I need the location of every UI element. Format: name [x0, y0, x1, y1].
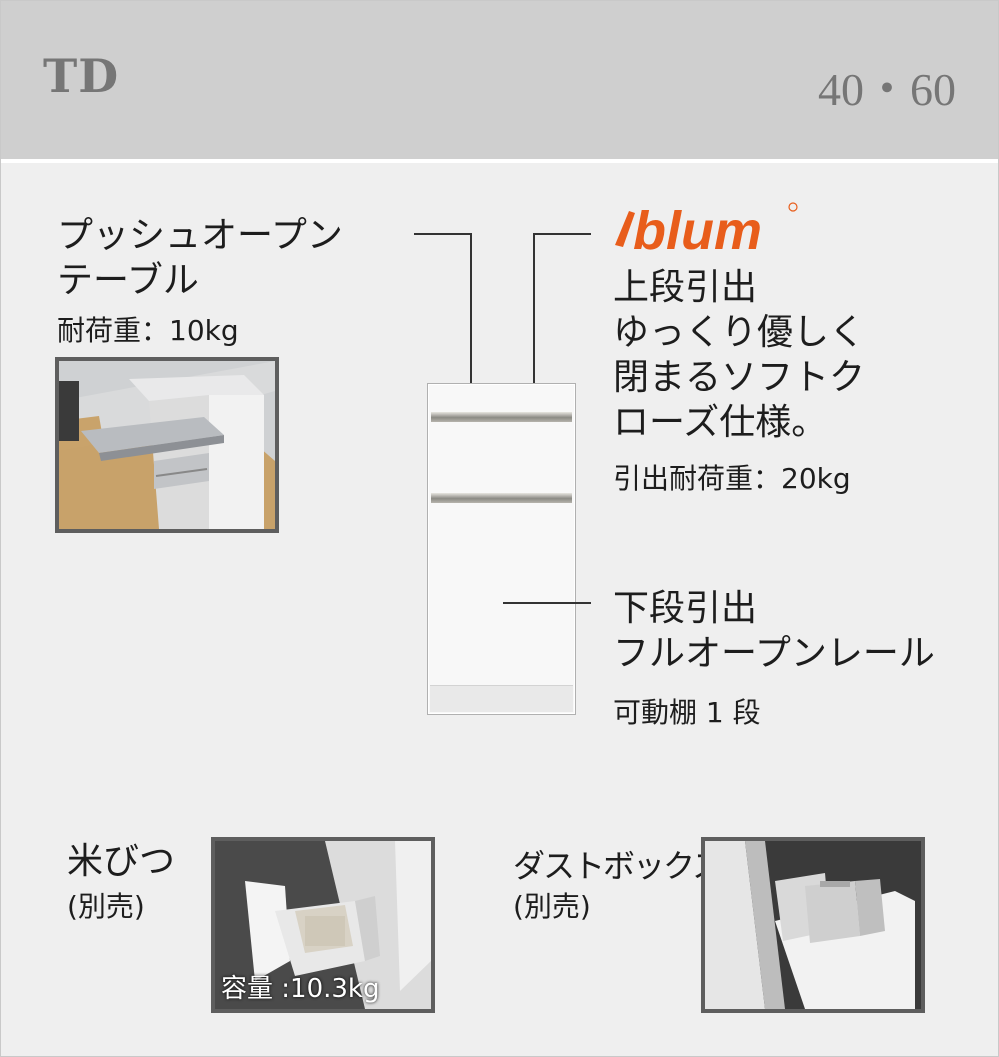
model-code: TD [43, 49, 120, 103]
rice-bin-photo: 容量 :10.3kg [211, 837, 435, 1013]
blum-logo-text: blum [633, 201, 762, 259]
dust-box-photo [701, 837, 925, 1013]
rice-bin-capacity: 容量 :10.3kg [221, 974, 380, 1004]
push-open-load: 耐荷重：10kg [57, 314, 239, 347]
upper-desc-3: 閉まるソフトク [613, 357, 866, 398]
leader-line-upper-v [533, 233, 535, 455]
cabinet-illustration [427, 383, 576, 715]
lower-desc-2: フルオープンレール [613, 633, 935, 674]
push-open-title-2: テーブル [57, 260, 199, 301]
upper-desc-4: ローズ仕様。 [613, 402, 828, 443]
lower-drawer-rail [431, 493, 572, 503]
rice-bin-title: 米びつ [67, 841, 176, 882]
leader-line-upper-h [533, 233, 591, 235]
leader-line-push-open-h [414, 233, 472, 235]
lower-shelf: 可動棚 1 段 [613, 696, 761, 729]
blum-logo: blum [613, 201, 798, 263]
upper-desc-2: ゆっくり優しく [613, 312, 866, 353]
leader-line-push-open-v [470, 233, 472, 398]
leader-line-lower [503, 602, 591, 604]
lower-desc-1: 下段引出 [613, 588, 758, 629]
push-open-table-photo [55, 357, 279, 533]
size-options: 40・60 [818, 64, 956, 115]
upper-load: 引出耐荷重：20kg [613, 462, 851, 495]
rice-bin-note: (別売) [67, 890, 145, 923]
plinth [430, 685, 573, 712]
upper-drawer-rail [431, 412, 572, 422]
dust-box-title: ダストボックス [513, 847, 724, 885]
dust-box-note: (別売) [513, 890, 591, 923]
upper-desc-1: 上段引出 [613, 267, 758, 308]
header-bar: TD 40・60 [1, 1, 998, 163]
push-open-title-1: プッシュオープン [57, 215, 343, 256]
